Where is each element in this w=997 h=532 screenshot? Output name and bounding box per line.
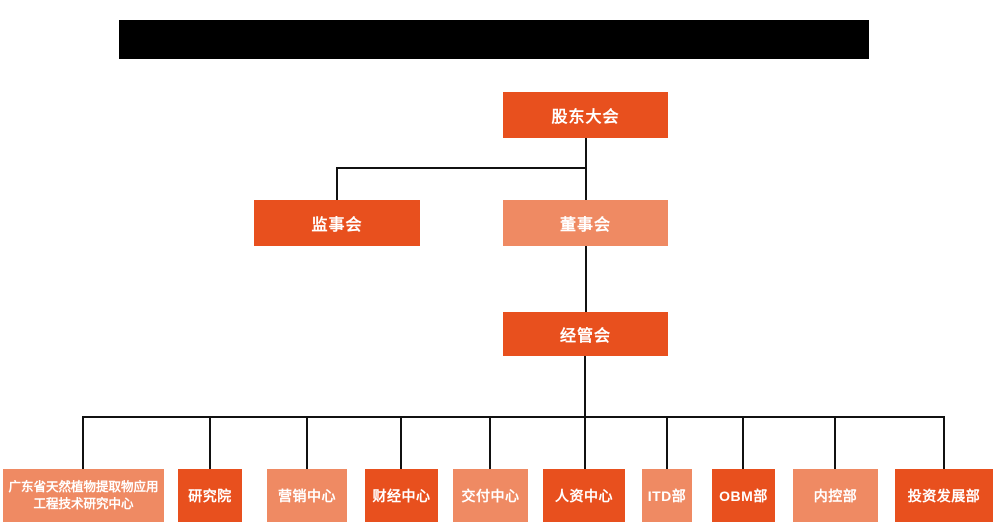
org-node-obm-department: OBM部	[712, 469, 775, 522]
org-node-shareholders-meeting: 股东大会	[503, 92, 668, 138]
org-node-supervisory-board: 监事会	[254, 200, 420, 246]
connector-line	[585, 138, 587, 200]
org-node-hr-center: 人资中心	[543, 469, 625, 522]
connector-drop	[742, 416, 744, 469]
connector-drop	[834, 416, 836, 469]
connector-drop	[306, 416, 308, 469]
connector-drop	[666, 416, 668, 469]
connector-drop	[400, 416, 402, 469]
org-node-investment-development-department: 投资发展部	[895, 469, 993, 522]
connector-line	[336, 167, 587, 169]
connector-drop	[943, 416, 945, 469]
connector-drop	[82, 416, 84, 469]
org-node-internal-control-department: 内控部	[793, 469, 878, 522]
org-node-board-of-directors: 董事会	[503, 200, 668, 246]
connector-drop	[489, 416, 491, 469]
connector-drop	[584, 416, 586, 469]
org-node-guangdong-research-center: 广东省天然植物提取物应用工程技术研究中心	[3, 469, 164, 522]
connector-drop	[209, 416, 211, 469]
org-node-delivery-center: 交付中心	[453, 469, 528, 522]
org-node-itd-department: ITD部	[642, 469, 692, 522]
connector-line	[584, 356, 586, 417]
connector-rail	[82, 416, 945, 418]
org-node-management-committee: 经管会	[503, 312, 668, 356]
org-node-research-institute: 研究院	[178, 469, 242, 522]
connector-line	[336, 167, 338, 200]
redacted-title-bar	[119, 20, 869, 59]
org-node-finance-center: 财经中心	[365, 469, 438, 522]
org-node-marketing-center: 营销中心	[267, 469, 347, 522]
connector-line	[585, 246, 587, 312]
